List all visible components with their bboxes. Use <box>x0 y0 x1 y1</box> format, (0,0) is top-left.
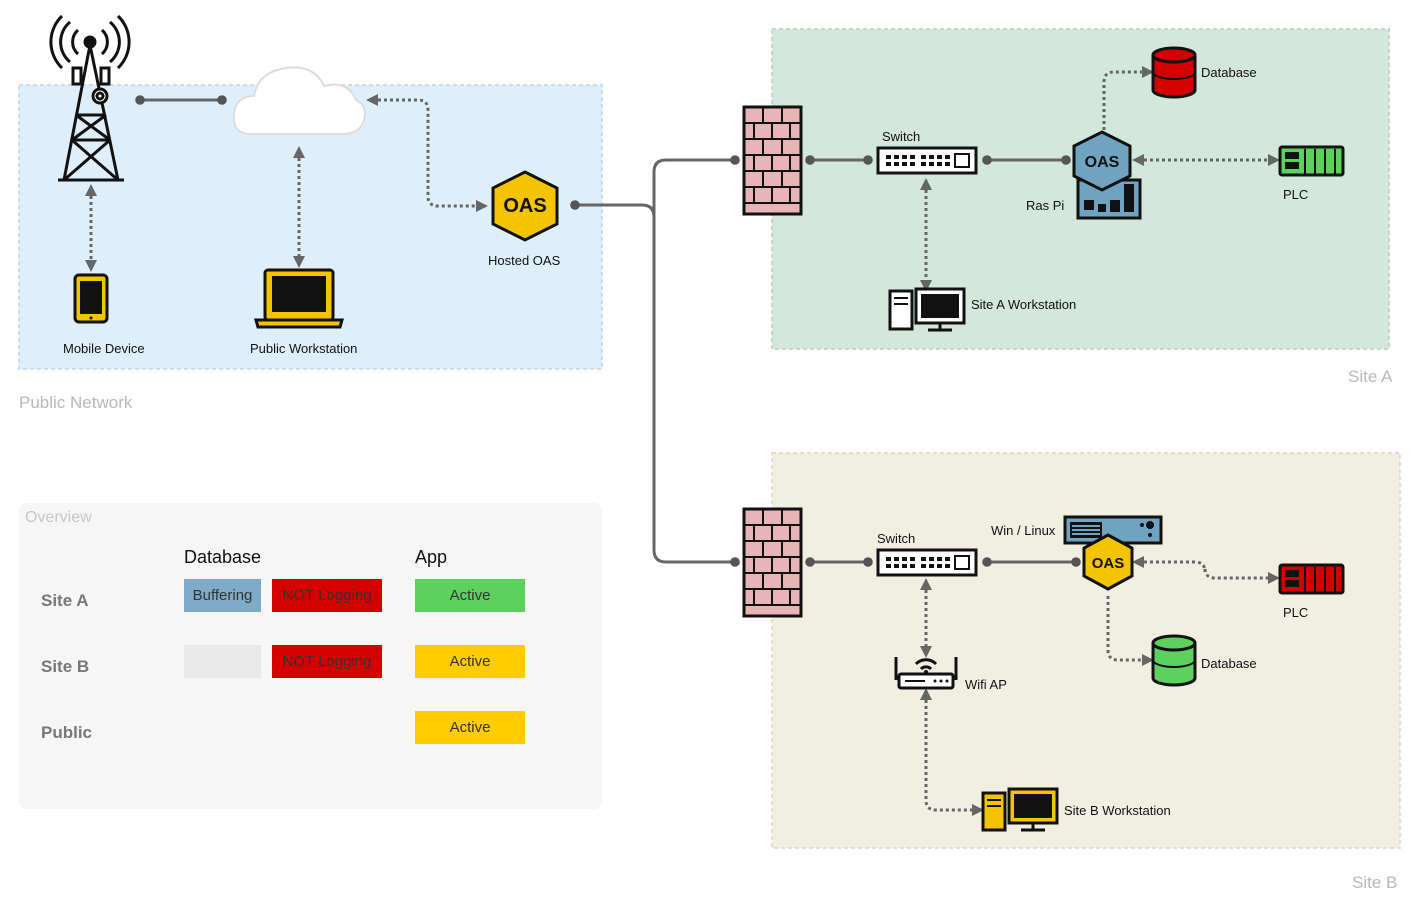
site-b-zone <box>771 452 1401 849</box>
public-row-label: Public <box>41 723 93 742</box>
site-a-plc-label: PLC <box>1283 187 1309 202</box>
site-a-database-label: Database <box>1201 65 1257 80</box>
site-a-region-label: Site A <box>1348 367 1393 386</box>
public-network-region-label: Public Network <box>19 393 133 412</box>
cell-tower-icon <box>49 14 131 182</box>
site-b-not-logging-badge: NOT Logging <box>272 645 382 678</box>
oas-icon: OAS <box>1082 533 1134 591</box>
site-b-region-label: Site B <box>1352 873 1398 892</box>
public-app-active-badge: Active <box>415 711 525 744</box>
site-b-app-active-badge: Active <box>415 645 525 678</box>
laptop-icon <box>254 268 344 329</box>
dotted-links <box>85 66 1280 816</box>
raspberry-pi-icon: OAS <box>1072 130 1142 220</box>
overview-title: Overview <box>25 509 92 526</box>
win-linux-label: Win / Linux <box>991 523 1056 538</box>
overview-panel: Overview Database App Site A Buffering N… <box>19 503 602 809</box>
svg-text:OAS: OAS <box>1085 154 1120 171</box>
ras-pi-label: Ras Pi <box>1026 198 1065 213</box>
hosted-oas-label: Hosted OAS <box>488 253 561 268</box>
hosted-oas-icon: OAS <box>491 170 559 242</box>
tablet-icon <box>73 273 109 324</box>
mobile-device-label: Mobile Device <box>63 341 145 356</box>
firewall-icon <box>742 105 803 216</box>
svg-text:OAS: OAS <box>1092 555 1125 572</box>
desktop-computer-icon <box>888 287 966 332</box>
database-icon <box>1151 634 1197 687</box>
site-b-database-label: Database <box>1201 656 1257 671</box>
database-icon <box>1151 46 1197 99</box>
desktop-computer-icon <box>981 787 1059 832</box>
site-b-plc-label: PLC <box>1283 605 1309 620</box>
site-b-empty-badge <box>184 645 261 678</box>
site-b-row-label: Site B <box>41 657 90 676</box>
site-b-switch-label: Switch <box>877 531 916 546</box>
database-column-header: Database <box>184 547 262 567</box>
site-b-workstation-label: Site B Workstation <box>1064 803 1171 818</box>
public-workstation-label: Public Workstation <box>250 341 358 356</box>
app-column-header: App <box>415 547 448 567</box>
site-a-switch-label: Switch <box>882 129 921 144</box>
switch-icon <box>876 548 978 577</box>
plc-icon <box>1278 563 1345 595</box>
cloud-icon <box>232 66 366 135</box>
site-a-app-active-badge: Active <box>415 579 525 612</box>
switch-icon <box>876 146 978 175</box>
firewall-icon <box>742 507 803 618</box>
site-a-not-logging-badge: NOT Logging <box>272 579 382 612</box>
plc-icon <box>1278 145 1345 177</box>
solid-links <box>135 95 1081 567</box>
wifi-router-icon <box>894 657 958 690</box>
svg-text:OAS: OAS <box>503 195 546 217</box>
wifi-ap-label: Wifi AP <box>965 677 1007 692</box>
site-a-row-label: Site A <box>41 591 89 610</box>
site-a-buffering-badge: Buffering <box>184 579 261 612</box>
site-a-workstation-label: Site A Workstation <box>971 297 1077 312</box>
